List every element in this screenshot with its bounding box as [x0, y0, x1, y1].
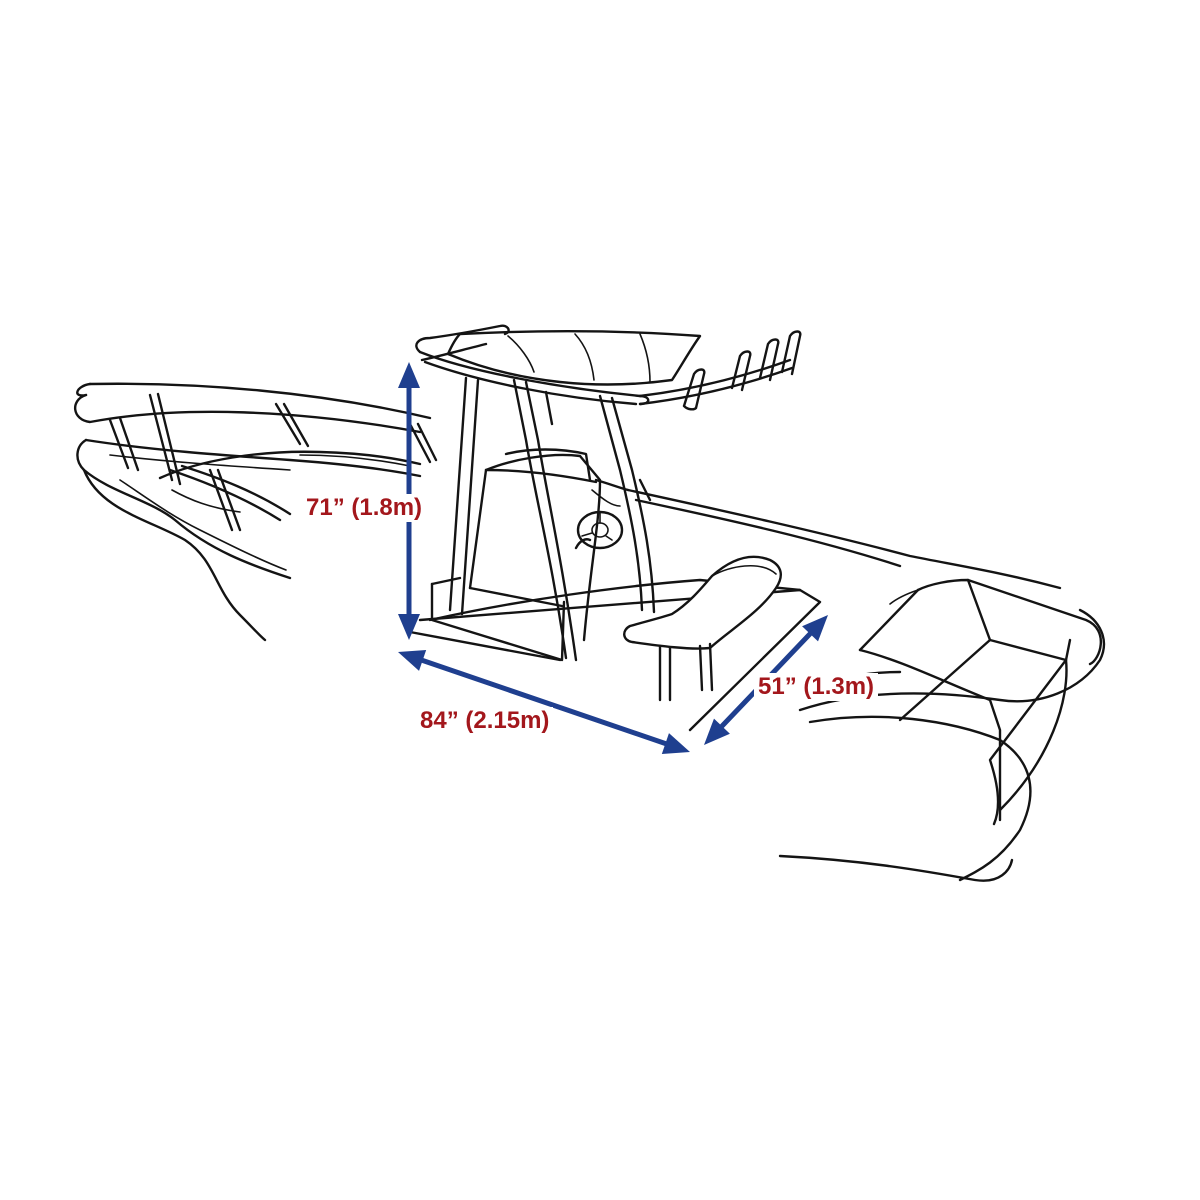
height-dimension-arrow-head-end — [398, 614, 420, 640]
stern-hull — [778, 578, 1106, 882]
width-dimension-arrow-head-start — [802, 615, 828, 642]
bow-rail — [74, 382, 438, 532]
length-dimension-arrow-head-start — [398, 650, 427, 671]
t-top — [415, 324, 802, 662]
height-dimension-label: 71” (1.8m) — [302, 494, 427, 522]
bow-hull — [76, 438, 422, 642]
deck — [408, 478, 1062, 732]
console — [430, 448, 624, 662]
leaning-post — [623, 555, 782, 702]
height-dimension-arrow-head-start — [398, 362, 420, 388]
length-dimension-arrow-head-end — [661, 733, 690, 754]
length-dimension-label: 84” (2.15m) — [416, 707, 554, 735]
width-dimension-arrow-head-end — [704, 718, 730, 745]
width-dimension-label: 51” (1.3m) — [754, 673, 879, 701]
length-dimension-arrow — [414, 655, 674, 749]
